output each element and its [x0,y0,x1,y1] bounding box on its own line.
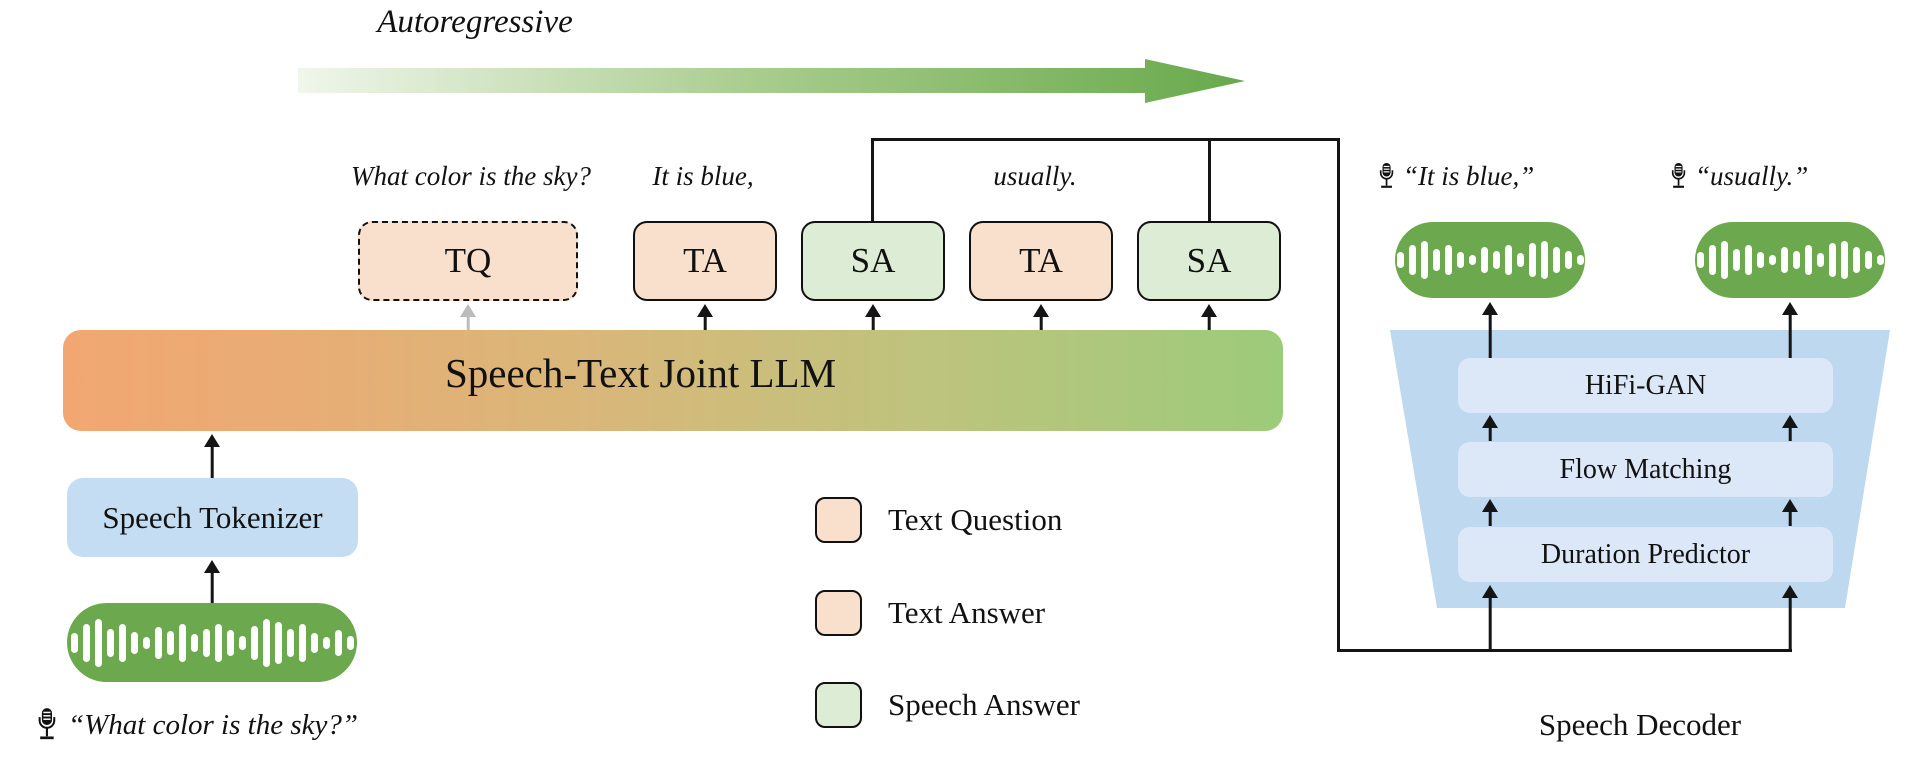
speech-tokenizer-box: Speech Tokenizer [67,478,358,557]
llm-to-ta1-arrow [697,304,713,330]
token-ta-2-label: TA [1019,241,1063,280]
token-tq: TQ [358,221,578,301]
token-ta-1: TA [633,221,777,301]
output-quote-2-text: “usually.” [1695,160,1809,191]
llm-to-tq-arrow [460,304,476,330]
legend-label-text-answer: Text Answer [888,595,1046,630]
duration-predictor-label: Duration Predictor [1540,538,1751,570]
waveform-icon [67,603,357,682]
autoregressive-label: Autoregressive [377,4,573,40]
top-horizontal-line [871,138,1339,141]
sa1-up-line [871,138,874,222]
output-audio-waveform-1 [1395,222,1585,298]
token-tq-label: TQ [444,241,492,280]
input-quote-text: “What color is the sky?” [68,708,358,741]
flow-matching-label: Flow Matching [1559,453,1732,485]
autoregressive-arrow-icon [298,59,1245,103]
microphone-icon [1379,162,1394,188]
waveform-icon [1695,222,1885,298]
llm-to-ta2-arrow [1033,304,1049,330]
token-ta-1-label: TA [683,241,727,280]
microphone-icon [1671,162,1686,188]
tokenizer-to-llm-arrow [204,434,220,478]
output-quote-1: “It is blue,” [1378,156,1534,196]
output-audio-waveform-2 [1695,222,1885,298]
llm-to-sa1-arrow [865,304,881,330]
input-quote: “What color is the sky?” [36,702,358,748]
hifigan-to-audio-arrow-left [1482,302,1498,358]
token-sa-1-label: SA [850,241,896,280]
legend-label-text-question: Text Question [888,502,1063,537]
hifigan-to-audio-arrow-right [1782,302,1798,358]
output-quote-1-text: “It is blue,” [1403,160,1535,191]
right-vertical-line [1337,138,1340,651]
hifigan-label: HiFi-GAN [1584,369,1707,401]
speech-text-joint-llm-label: Speech-Text Joint LLM [444,350,837,396]
hifigan-box: HiFi-GAN [1458,358,1833,413]
line-to-duration-arrow-left [1482,585,1498,651]
flow-to-hifigan-arrow-right [1782,415,1798,441]
caption-text-question: What color is the sky? [351,160,591,191]
line-to-duration-arrow-right [1782,585,1798,651]
waveform-icon [1395,222,1585,298]
legend-swatch-text-answer [815,590,862,636]
legend-label-speech-answer: Speech Answer [888,687,1080,722]
duration-to-flow-arrow-right [1782,499,1798,526]
speech-tokenizer-label: Speech Tokenizer [102,499,323,535]
token-sa-2: SA [1137,221,1281,301]
input-audio-waveform [67,603,357,682]
output-quote-2: “usually.” [1670,156,1808,196]
legend-swatch-speech-answer [815,682,862,728]
speech-decoder-label: Speech Decoder [1538,707,1742,742]
legend-swatch-text-question [815,497,862,543]
token-sa-2-label: SA [1186,241,1232,280]
token-ta-2: TA [969,221,1113,301]
sa2-up-line [1208,138,1211,222]
microphone-icon [38,708,56,740]
llm-to-sa2-arrow [1201,304,1217,330]
caption-text-answer-1: It is blue, [652,160,754,191]
bottom-horizontal-line [1337,649,1792,652]
caption-text-answer-2: usually. [993,160,1077,191]
audio-to-tokenizer-arrow [204,560,220,603]
duration-to-flow-arrow-left [1482,499,1498,526]
flow-to-hifigan-arrow-left [1482,415,1498,441]
speech-text-joint-llm-box [63,330,1283,431]
duration-predictor-box: Duration Predictor [1458,527,1833,582]
token-sa-1: SA [801,221,945,301]
flow-matching-box: Flow Matching [1458,442,1833,497]
